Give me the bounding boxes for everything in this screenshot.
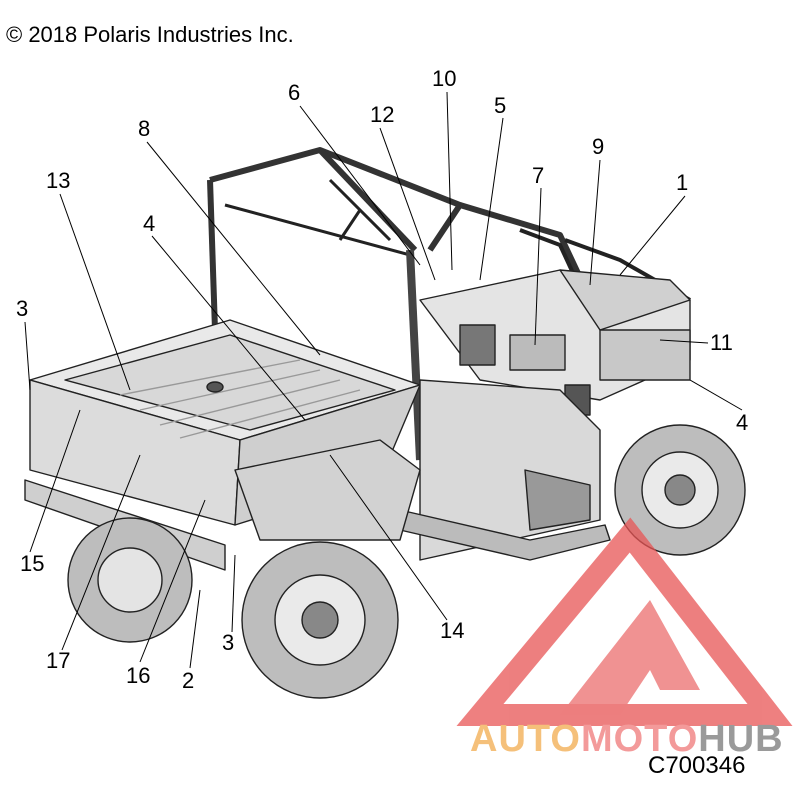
callout-6: 6 — [288, 80, 301, 105]
leader-line — [534, 187, 542, 346]
callout-4: 4 — [736, 410, 749, 435]
leader-lines — [24, 91, 743, 669]
callout-4: 4 — [143, 211, 156, 236]
watermark-moto: MOTO — [580, 718, 699, 760]
copyright-text: © 2018 Polaris Industries Inc. — [6, 22, 294, 47]
callout-1: 1 — [676, 170, 689, 195]
part-code: C700346 — [648, 752, 746, 779]
leader-line — [329, 454, 448, 621]
callout-14: 14 — [440, 618, 465, 643]
callout-5: 5 — [494, 93, 507, 118]
callout-3: 3 — [16, 296, 29, 321]
leader-line — [619, 195, 686, 276]
callout-15: 15 — [20, 551, 45, 576]
leader-line — [479, 117, 504, 281]
leader-line — [146, 141, 321, 356]
watermark-text: AUTOMOTOHUB — [470, 718, 784, 761]
leader-line — [299, 105, 421, 266]
callout-12: 12 — [370, 102, 395, 127]
leader-line — [59, 193, 131, 391]
leader-line — [189, 589, 201, 669]
front-body — [399, 269, 691, 561]
callout-17: 17 — [46, 648, 71, 673]
leader-line — [24, 321, 31, 391]
callout-10: 10 — [432, 66, 457, 91]
callout-16: 16 — [126, 663, 151, 688]
callout-13: 13 — [46, 168, 71, 193]
callout-3: 3 — [222, 630, 235, 655]
leader-line — [379, 127, 436, 281]
watermark-hub: HUB — [698, 718, 784, 760]
leader-line — [446, 91, 453, 271]
watermark-auto: AUTO — [470, 718, 581, 760]
leader-line — [151, 235, 306, 421]
callout-8: 8 — [138, 116, 151, 141]
leader-line — [231, 554, 236, 633]
callout-2: 2 — [182, 668, 195, 693]
leader-line — [29, 409, 81, 553]
callout-9: 9 — [592, 134, 605, 159]
leader-line — [61, 454, 141, 651]
leader-line — [139, 499, 206, 663]
leader-line — [589, 159, 601, 286]
leader-line — [689, 379, 743, 411]
callout-7: 7 — [532, 163, 545, 188]
callout-11: 11 — [710, 330, 733, 355]
leader-line — [659, 339, 709, 344]
